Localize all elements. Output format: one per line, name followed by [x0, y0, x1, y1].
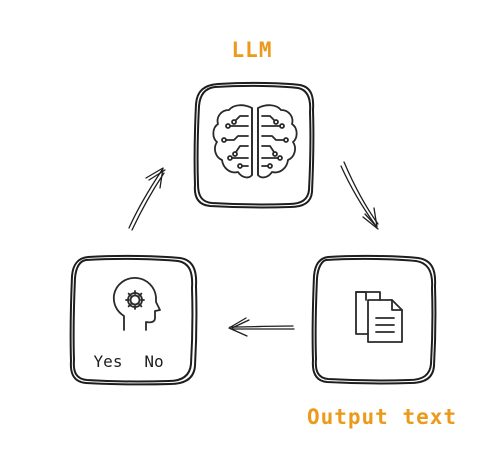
output-label: Output text	[307, 405, 457, 429]
feedback-box	[69, 254, 198, 386]
arrow-llm-to-output	[340, 161, 379, 230]
output-box	[311, 254, 437, 385]
arrow-feedback-to-llm	[128, 167, 166, 231]
no-label: No	[144, 352, 163, 371]
arrow-output-to-feedback	[228, 317, 295, 337]
llm-label: LLM	[232, 38, 273, 62]
yes-label: Yes	[94, 352, 123, 371]
brain-circuit-icon	[212, 104, 298, 179]
documents-icon	[355, 291, 403, 343]
llm-box	[193, 81, 315, 209]
head-gear-icon	[112, 277, 161, 331]
